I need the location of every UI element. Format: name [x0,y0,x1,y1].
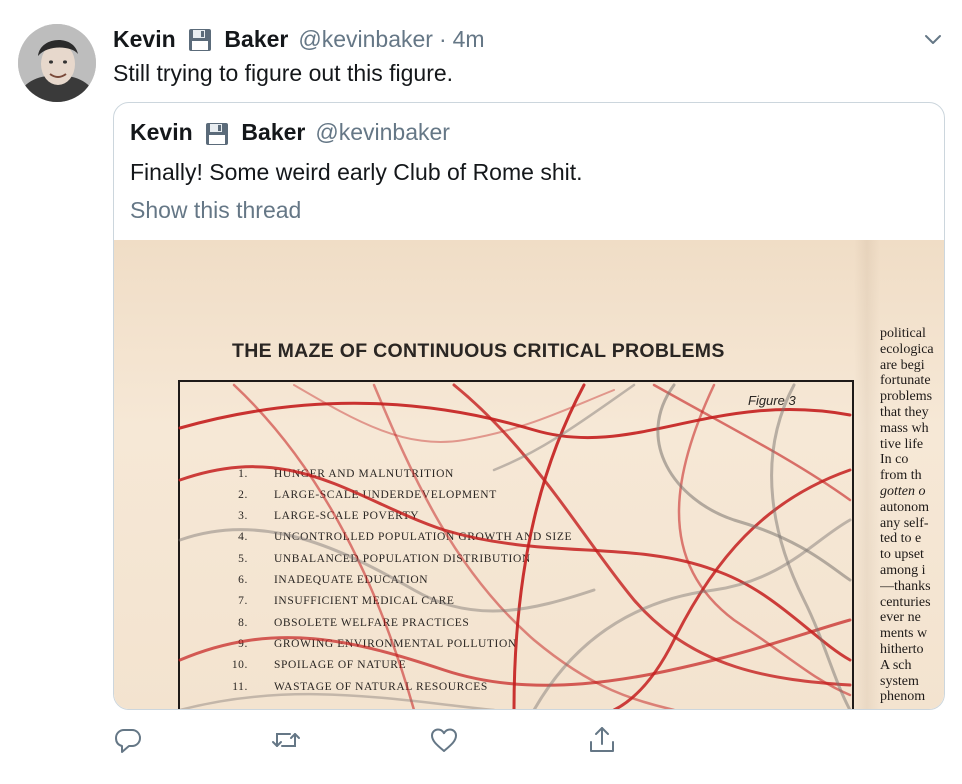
tweet-text: Still trying to figure out this figure. [113,60,454,86]
column-line: mass wh [880,420,929,436]
problem-number: 5. [238,553,248,565]
problem-number: 1. [238,468,248,480]
column-line: ecologica [880,341,934,357]
separator-dot: · [438,25,447,52]
tweet-header: Kevin Baker @kevinbaker · 4m [113,24,485,54]
problem-item: 5. UNBALANCED POPULATION DISTRIBUTION [226,553,646,571]
tweet-timestamp[interactable]: 4m [452,25,485,52]
column-line: political [880,326,926,341]
column-line: from th [880,468,922,484]
problem-item: 11. WASTAGE OF NATURAL RESOURCES [226,681,646,699]
quoted-author-name: Kevin Baker [130,119,305,146]
quoted-photo[interactable]: THE MAZE OF CONTINUOUS CRITICAL PROBLEMS… [114,240,944,709]
column-line: among i [880,562,926,578]
adjacent-column-text: political ecologica are begi fortunate p… [880,326,944,705]
problem-text: WASTAGE OF NATURAL RESOURCES [274,681,488,693]
problem-item: 10. SPOILAGE OF NATURE [226,659,646,677]
problem-text: SPOILAGE OF NATURE [274,659,407,671]
figure-frame [178,380,854,709]
avatar-photo [18,24,96,102]
problem-number: 3. [238,510,248,522]
author-last-name: Baker [224,25,289,52]
column-line: ments w [880,626,928,642]
reply-icon[interactable] [113,724,143,756]
problem-text: LARGE-SCALE UNDERDEVELOPMENT [274,489,497,501]
author-first-name: Kevin [113,25,176,52]
column-line: tive life [880,436,924,452]
problem-number: 2. [238,489,248,501]
problem-item: 7. INSUFFICIENT MEDICAL CARE [226,595,646,613]
problem-text: INADEQUATE EDUCATION [274,574,429,586]
quoted-tweet[interactable]: Kevin Baker @kevinbaker Finally! Some we… [113,102,945,710]
tweet-actions [113,724,633,760]
column-line: fortunate [880,373,931,389]
problem-text: INSUFFICIENT MEDICAL CARE [274,595,455,607]
quoted-author-handle: @kevinbaker [315,119,450,145]
problem-number: 10. [231,659,248,671]
problem-item: 3. LARGE-SCALE POVERTY [226,510,646,528]
column-line: A sch [880,657,912,673]
column-line: problems [880,389,933,405]
author-handle[interactable]: @kevinbaker [298,25,433,52]
author-name[interactable]: Kevin Baker [113,26,288,53]
avatar[interactable] [18,24,96,102]
column-line: phenom [880,689,926,705]
problem-item: 6. INADEQUATE EDUCATION [226,574,646,592]
page-gutter [854,240,880,709]
column-line: to upset [880,547,924,563]
column-line: centuries [880,594,931,610]
column-line: ted to e [880,531,922,547]
show-thread-link[interactable]: Show this thread [130,197,302,223]
problem-number: 7. [238,595,248,607]
problem-text: OBSOLETE WELFARE PRACTICES [274,617,470,629]
floppy-disk-icon [206,122,229,145]
problem-text: UNBALANCED POPULATION DISTRIBUTION [274,553,531,565]
column-line: hitherto [880,641,924,657]
heart-icon[interactable] [429,724,459,756]
column-line: ever ne [880,610,921,626]
quoted-author-first-name: Kevin [130,119,193,145]
retweet-icon[interactable] [271,724,301,756]
column-line: gotten o [880,483,926,499]
column-line: system [880,673,919,689]
problem-number: 4. [238,531,248,543]
column-line: autonom [880,499,929,515]
problem-text: LARGE-SCALE POVERTY [274,510,420,522]
column-line: are begi [880,357,925,373]
quoted-author-last-name: Baker [241,119,306,145]
column-line: In co [880,452,909,468]
floppy-disk-icon [189,29,212,52]
problem-number: 8. [238,617,248,629]
quoted-header: Kevin Baker @kevinbaker [130,119,450,146]
problem-number: 11. [232,681,248,693]
problem-item: 2. LARGE-SCALE UNDERDEVELOPMENT [226,489,646,507]
share-icon[interactable] [587,724,617,756]
column-line: any self- [880,515,929,531]
problem-number: 9. [238,638,248,650]
problem-number: 6. [238,574,248,586]
column-line: that they [880,404,929,420]
photo-title: THE MAZE OF CONTINUOUS CRITICAL PROBLEMS [232,340,725,362]
maze-lines [178,383,852,709]
quoted-text: Finally! Some weird early Club of Rome s… [130,159,583,185]
problem-item: 8. OBSOLETE WELFARE PRACTICES [226,617,646,635]
column-line: —thanks [880,578,931,594]
chevron-down-icon[interactable] [920,28,946,50]
